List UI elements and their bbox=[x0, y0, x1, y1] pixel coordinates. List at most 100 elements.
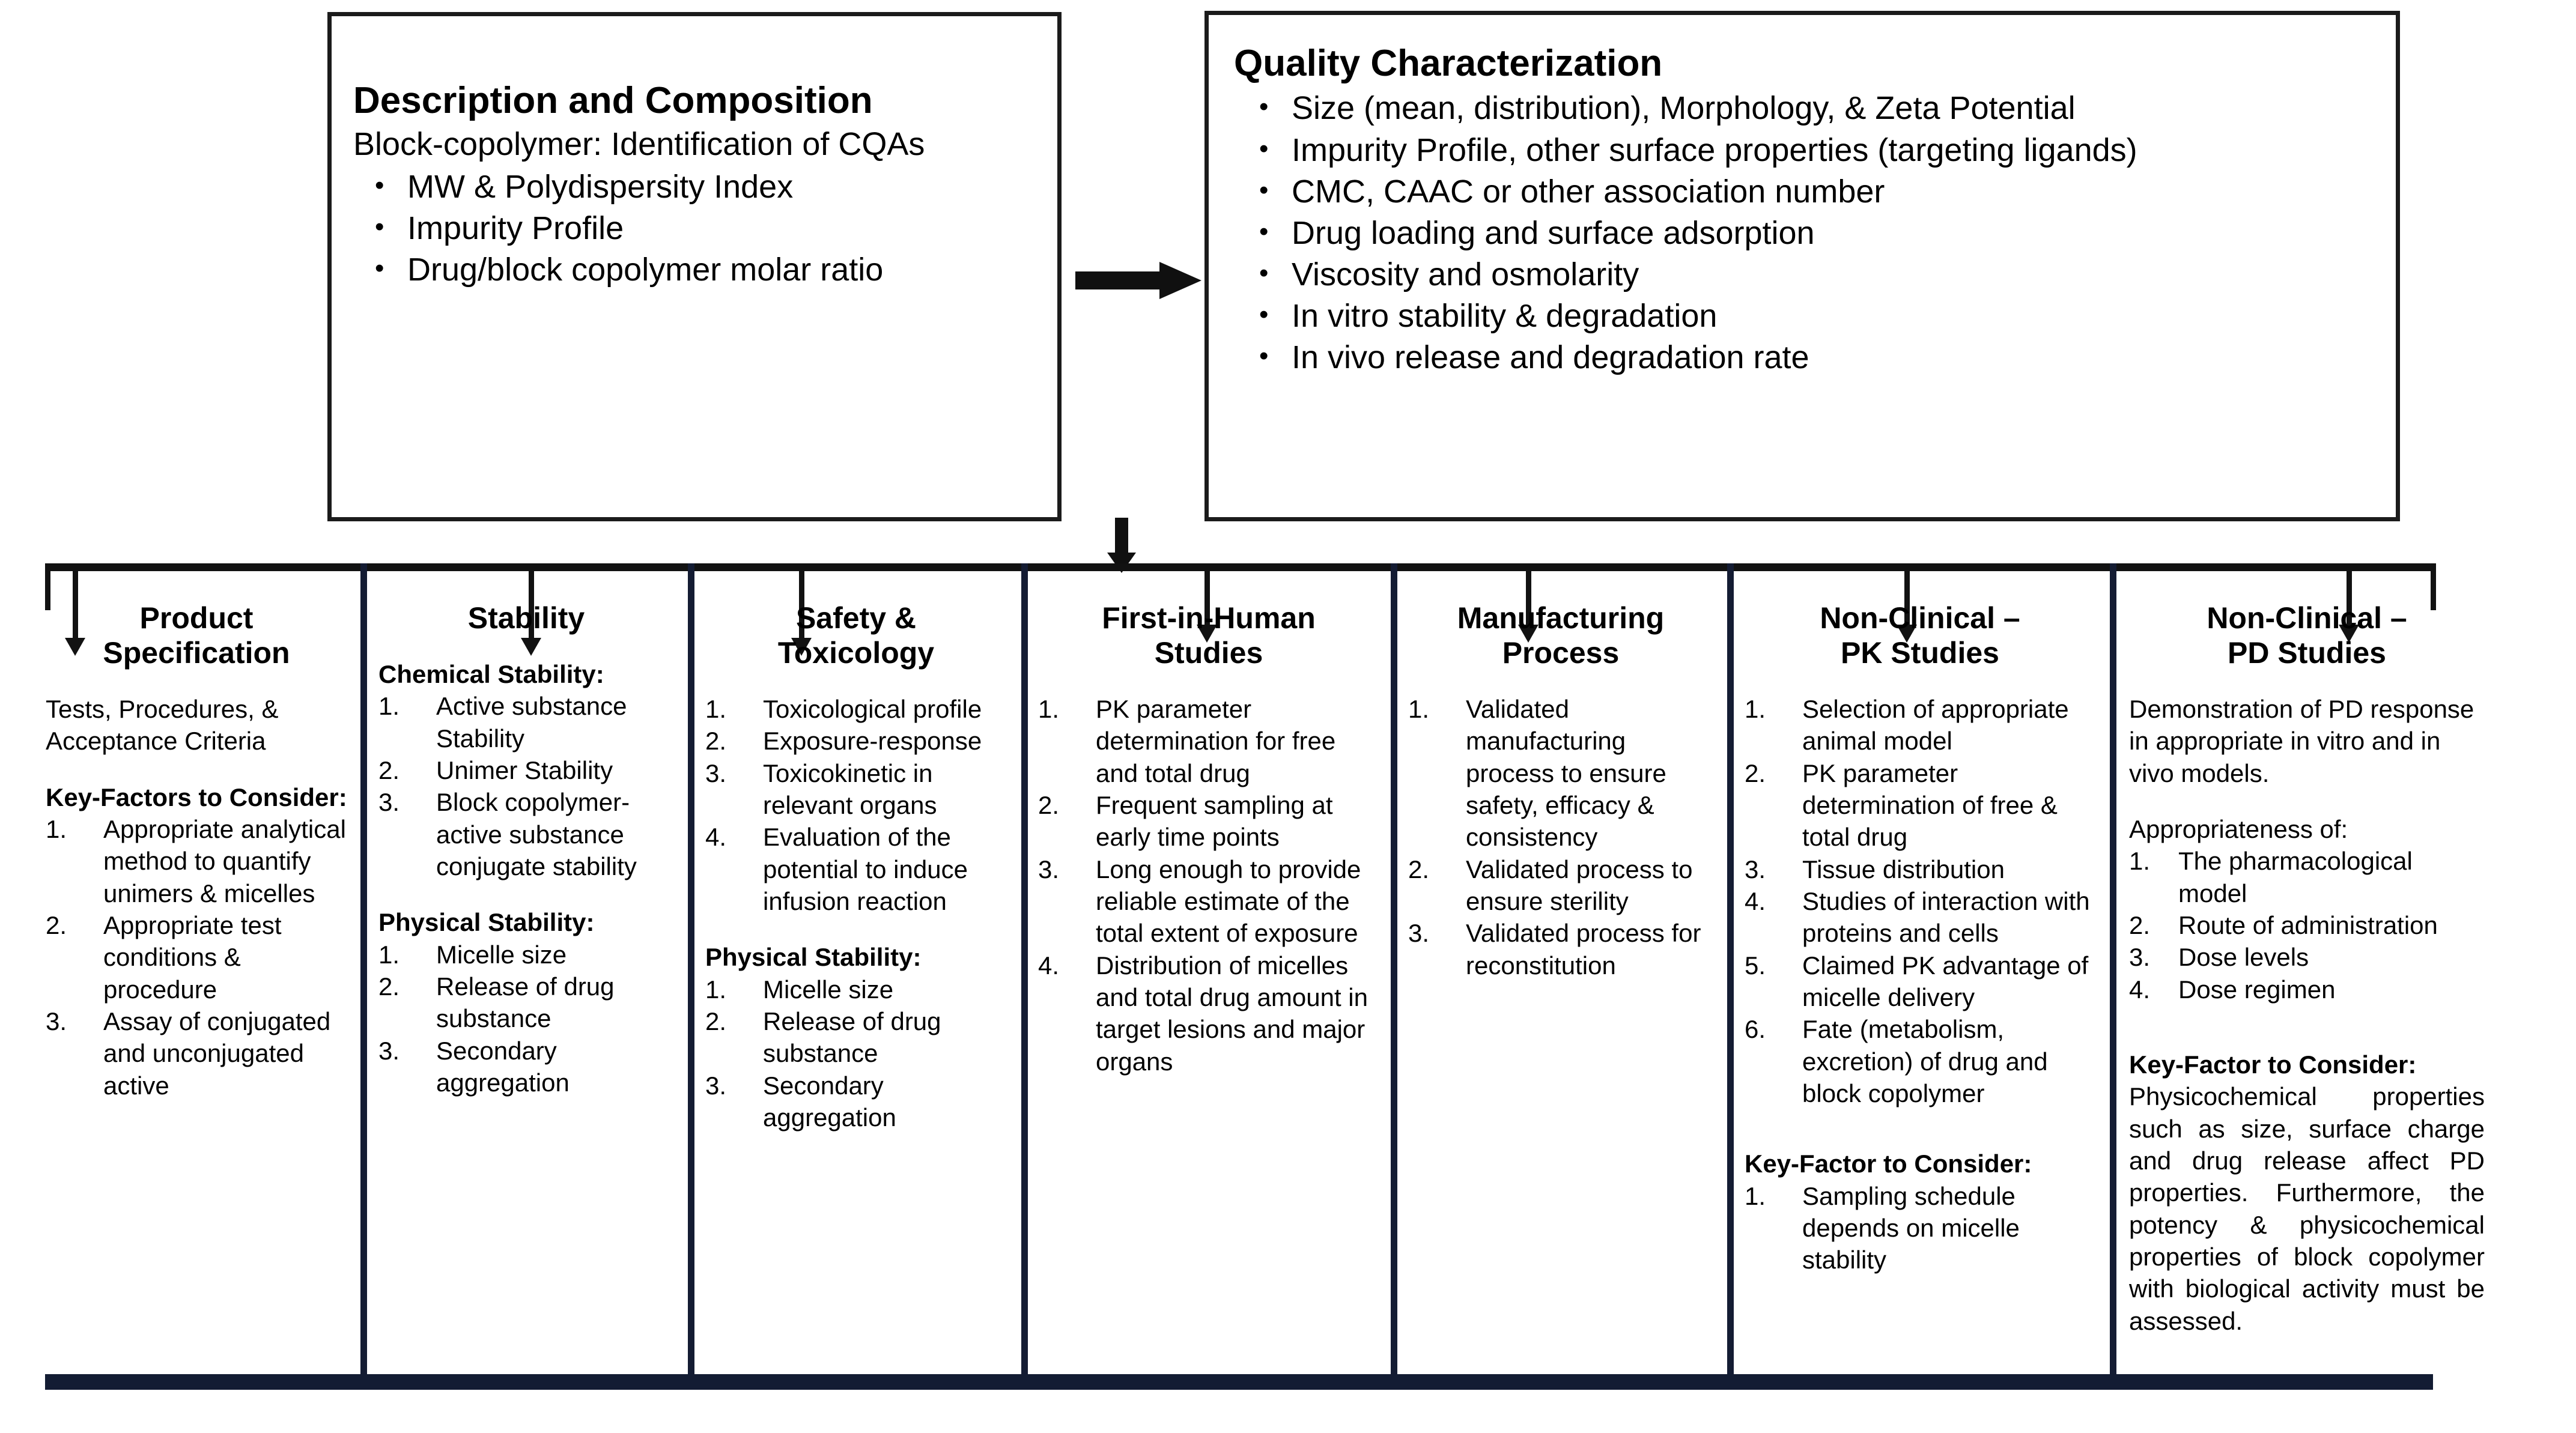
numbered-list-tox: Toxicological profile Exposure-response … bbox=[705, 693, 1007, 917]
list-item: PK parameter determination of free & tot… bbox=[1745, 757, 2058, 852]
column-divider-6 bbox=[2110, 563, 2116, 1374]
column-intro-text: Demonstration of PD response in appropri… bbox=[2129, 695, 2474, 787]
column-title-line-1: First-in-Human bbox=[1102, 601, 1316, 635]
branch-arrowhead-5 bbox=[1518, 625, 1539, 643]
column-title-line-2: Specification bbox=[103, 636, 290, 670]
list-item: Selection of appropriate animal model bbox=[1745, 693, 2069, 756]
list-item: Size (mean, distribution), Morphology, &… bbox=[1234, 88, 2374, 129]
column-title-line-2: Process bbox=[1502, 636, 1620, 670]
key-factor-list: Sampling schedule depends on micelle sta… bbox=[1745, 1180, 2095, 1276]
column-divider-1 bbox=[360, 563, 367, 1374]
branch-tick-2 bbox=[529, 563, 534, 641]
column-body-product-specification: Tests, Procedures, & Acceptance Criteria… bbox=[46, 693, 347, 1101]
branch-arrowhead-2 bbox=[521, 638, 541, 656]
column-body-manufacturing-process: Validated manufacturing process to ensur… bbox=[1408, 693, 1713, 981]
key-factor-heading: Key-Factor to Consider: bbox=[2129, 1050, 2417, 1079]
column-title-non-clinical-pk-studies: Non-Clinical – PK Studies bbox=[1745, 601, 2095, 670]
column-title-safety-toxicology: Safety & Toxicology bbox=[705, 601, 1007, 670]
list-item: Dose levels bbox=[2129, 941, 2309, 974]
list-item: Appropriate analytical method to quantif… bbox=[46, 813, 346, 907]
box-description-and-composition: Description and Composition Block-copoly… bbox=[327, 12, 1062, 521]
list-item: Route of administration bbox=[2129, 909, 2438, 942]
key-factor-paragraph: Physicochemical properties such as size,… bbox=[2129, 1082, 2485, 1335]
list-item: Release of drug substance bbox=[378, 971, 615, 1033]
numbered-list: Selection of appropriate animal model PK… bbox=[1745, 693, 2095, 1109]
list-item: Long enough to provide reliable estimate… bbox=[1038, 853, 1361, 948]
bus-bar-right-cap bbox=[2431, 563, 2436, 610]
list-item: PK parameter determination for free and … bbox=[1038, 693, 1336, 787]
section-heading: Key-Factors to Consider: bbox=[46, 783, 347, 811]
numbered-list: PK parameter determination for free and … bbox=[1038, 693, 1379, 1077]
list-item: Drug loading and surface adsorption bbox=[1234, 213, 2374, 254]
section-heading-appropriateness: Appropriateness of: bbox=[2129, 814, 2348, 843]
column-safety-toxicology: Safety & Toxicology Toxicological profil… bbox=[697, 601, 1015, 1133]
box-description-subtitle: Block-copolymer: Identification of CQAs bbox=[353, 126, 925, 163]
branch-tick-1 bbox=[73, 563, 78, 641]
list-item: Block copolymer-active substance conjuga… bbox=[378, 786, 637, 880]
box-description-title: Description and Composition bbox=[353, 80, 873, 121]
column-body-stability: Chemical Stability: Active substance Sta… bbox=[378, 658, 674, 1098]
column-stability: Stability Chemical Stability: Active sub… bbox=[370, 601, 682, 1098]
column-title-first-in-human-studies: First-in-Human Studies bbox=[1038, 601, 1379, 670]
list-item: Secondary aggregation bbox=[705, 1070, 896, 1132]
list-item: Exposure-response bbox=[705, 725, 982, 757]
column-title-non-clinical-pd-studies: Non-Clinical – PD Studies bbox=[2129, 601, 2485, 670]
column-non-clinical-pd-studies: Non-Clinical – PD Studies Demonstration … bbox=[2121, 601, 2493, 1337]
box-quality-bullet-list: Size (mean, distribution), Morphology, &… bbox=[1230, 88, 2374, 378]
list-item: Evaluation of the potential to induce in… bbox=[705, 821, 968, 915]
bottom-bar bbox=[45, 1374, 2433, 1390]
column-title-product-specification: Product Specification bbox=[46, 601, 347, 670]
column-intro-text: Tests, Procedures, & Acceptance Criteria bbox=[46, 695, 279, 756]
list-item: In vitro stability & degradation bbox=[1234, 295, 2374, 337]
list-item: Fate (metabolism, excretion) of drug and… bbox=[1745, 1013, 2048, 1107]
box-quality-characterization: Quality Characterization Size (mean, dis… bbox=[1204, 11, 2400, 521]
list-item: Sampling schedule depends on micelle sta… bbox=[1745, 1180, 2020, 1274]
column-title-line-2: Studies bbox=[1154, 636, 1263, 670]
list-item: Studies of interaction with proteins and… bbox=[1745, 885, 2090, 948]
numbered-list: The pharmacological model Route of admin… bbox=[2129, 845, 2485, 1005]
numbered-list: Validated manufacturing process to ensur… bbox=[1408, 693, 1713, 981]
column-title-line-1: Stability bbox=[467, 601, 585, 635]
column-title-line-1: Non-Clinical – bbox=[1820, 601, 2020, 635]
column-title-line-1: Manufacturing bbox=[1457, 601, 1665, 635]
list-item: Frequent sampling at early time points bbox=[1038, 789, 1333, 852]
section-heading-chemical: Chemical Stability: bbox=[378, 660, 604, 688]
list-item: MW & Polydispersity Index bbox=[353, 166, 1036, 208]
section-heading-physical: Physical Stability: bbox=[705, 943, 922, 972]
column-title-line-2: Toxicology bbox=[777, 636, 935, 670]
branch-arrowhead-6 bbox=[1897, 625, 1917, 643]
list-item: Impurity Profile bbox=[353, 208, 1036, 249]
arrow-right-icon bbox=[1075, 262, 1201, 299]
bus-bar-left-cap bbox=[45, 563, 50, 610]
list-item: Dose regimen bbox=[2129, 974, 2336, 1006]
branch-arrowhead-7 bbox=[2339, 625, 2359, 643]
branch-tick-3 bbox=[799, 563, 804, 641]
numbered-list-physical: Micelle size Release of drug substance S… bbox=[705, 974, 1007, 1134]
box-quality-title: Quality Characterization bbox=[1234, 43, 1663, 84]
column-product-specification: Product Specification Tests, Procedures,… bbox=[37, 601, 356, 1101]
list-item: Toxicological profile bbox=[705, 693, 982, 726]
column-divider-5 bbox=[1727, 563, 1734, 1374]
list-item: Secondary aggregation bbox=[378, 1035, 570, 1097]
column-title-line-1: Non-Clinical – bbox=[2207, 601, 2407, 635]
numbered-list-chemical: Active substance Stability Unimer Stabil… bbox=[378, 690, 674, 882]
column-manufacturing-process: Manufacturing Process Validated manufact… bbox=[1400, 601, 1722, 981]
column-first-in-human-studies: First-in-Human Studies PK parameter dete… bbox=[1030, 601, 1388, 1077]
column-title-manufacturing-process: Manufacturing Process bbox=[1408, 601, 1713, 670]
list-item: Toxicokinetic in relevant organs bbox=[705, 757, 937, 819]
list-item: Claimed PK advantage of micelle delivery bbox=[1745, 950, 2089, 1011]
list-item: Release of drug substance bbox=[705, 1005, 941, 1068]
list-item: Tissue distribution bbox=[1745, 853, 2005, 886]
branch-arrowhead-1 bbox=[65, 638, 85, 656]
list-item: Assay of conjugated and unconjugated act… bbox=[46, 1005, 331, 1100]
column-body-safety-toxicology: Toxicological profile Exposure-response … bbox=[705, 693, 1007, 1133]
column-title-line-1: Product bbox=[139, 601, 254, 635]
list-item: Unimer Stability bbox=[378, 754, 613, 787]
arrow-down-icon bbox=[1107, 518, 1136, 573]
column-non-clinical-pk-studies: Non-Clinical – PK Studies Selection of a… bbox=[1736, 601, 2104, 1276]
list-item: Validated manufacturing process to ensur… bbox=[1408, 693, 1666, 852]
branch-tick-5 bbox=[1526, 563, 1531, 628]
numbered-list-physical: Micelle size Release of drug substance S… bbox=[378, 939, 674, 1099]
column-body-first-in-human-studies: PK parameter determination for free and … bbox=[1038, 693, 1379, 1077]
